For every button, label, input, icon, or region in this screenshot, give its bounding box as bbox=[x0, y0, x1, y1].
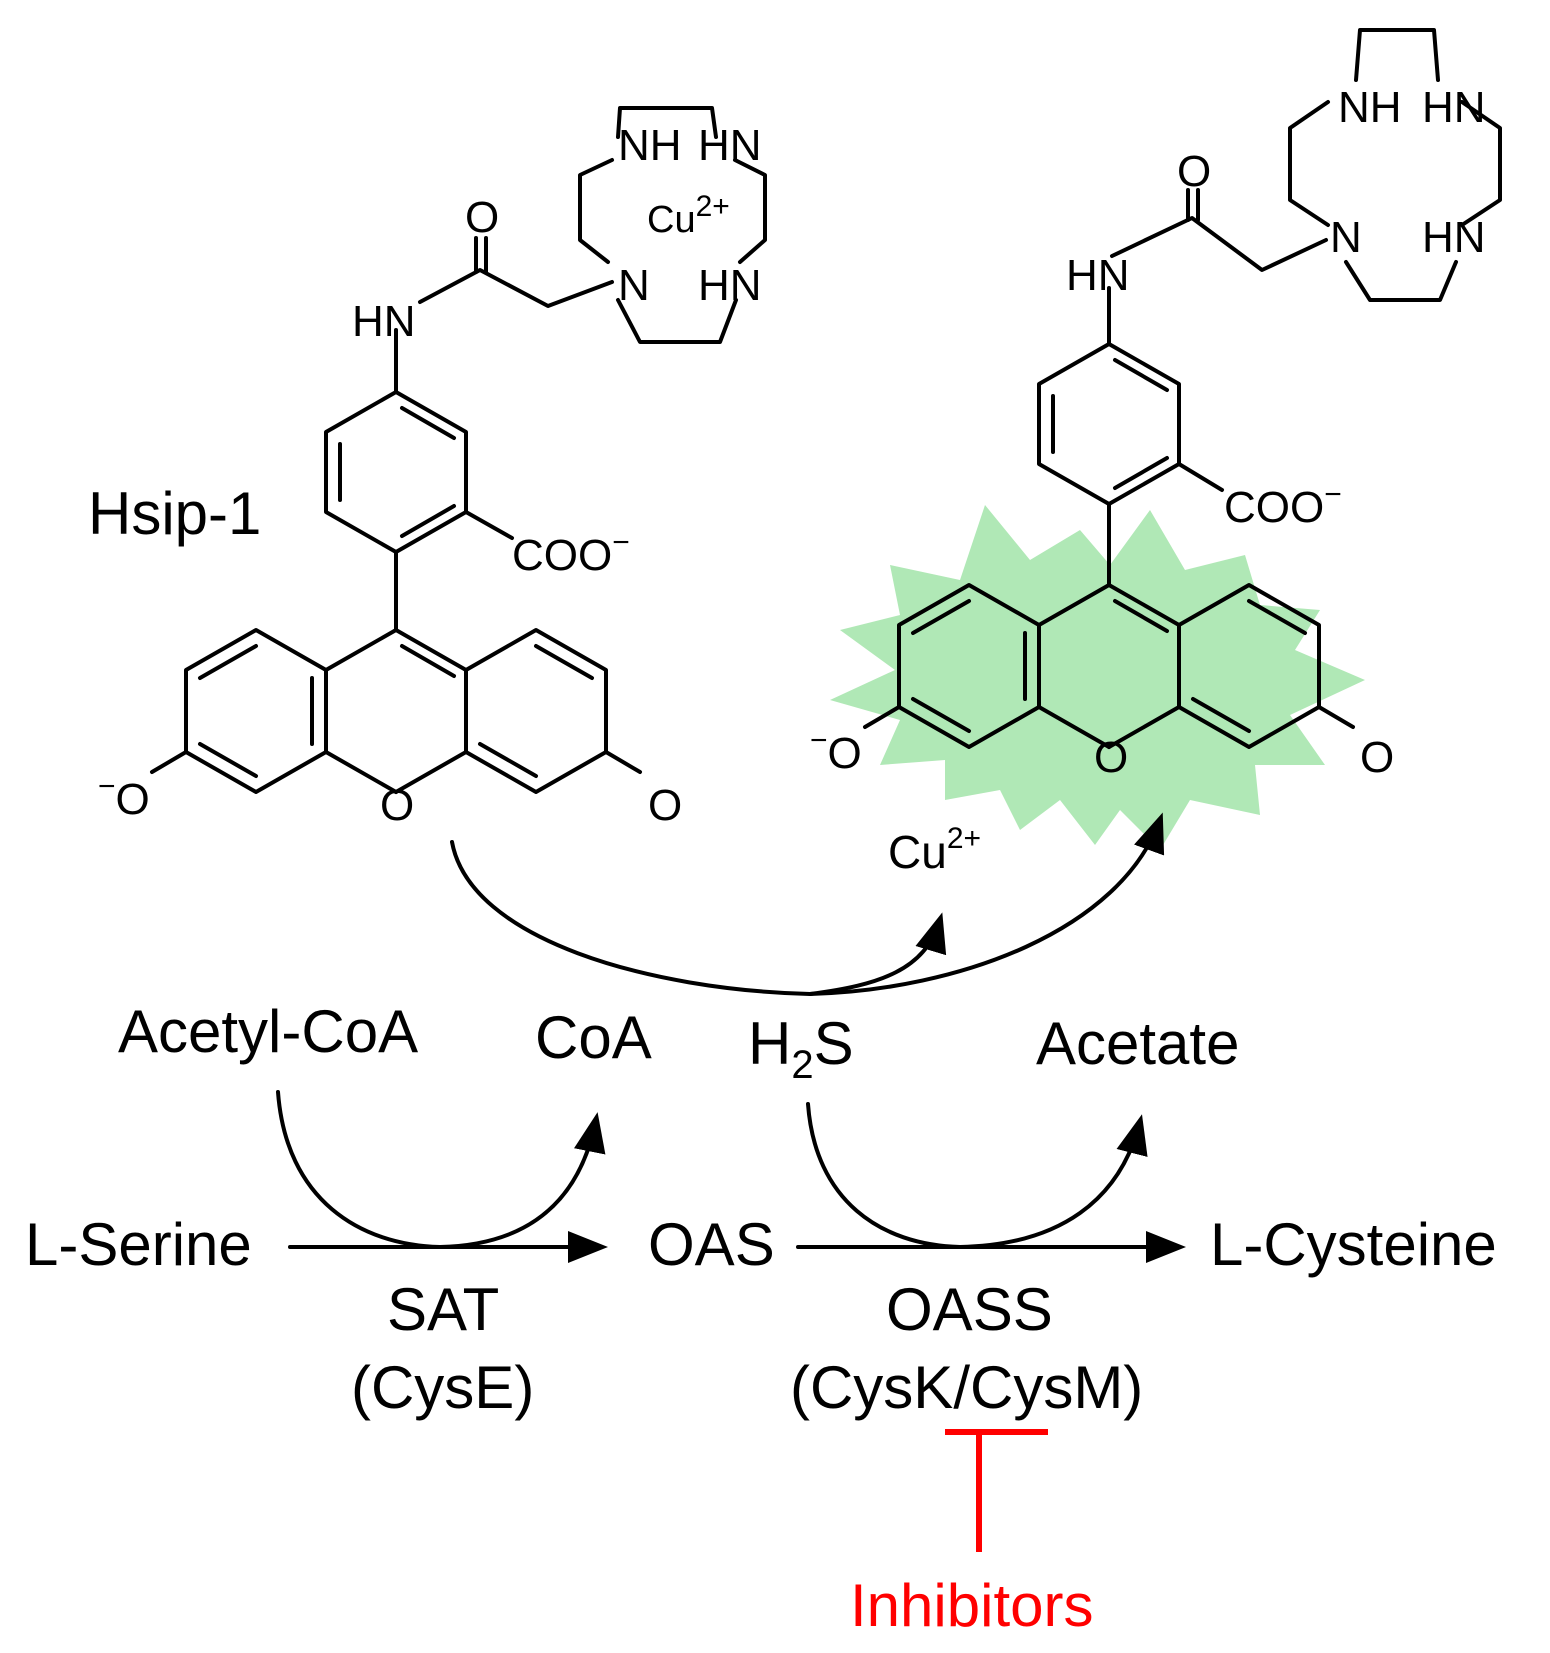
product-ring-n-label: N bbox=[1330, 213, 1362, 262]
probe-phenolate-o: −O bbox=[98, 770, 150, 824]
probe-ring-n-label: N bbox=[618, 261, 650, 310]
released-copper-ion: Cu2+ bbox=[888, 822, 981, 878]
coa-label: CoA bbox=[535, 1004, 652, 1071]
inhibitors-label: Inhibitors bbox=[850, 1572, 1093, 1639]
acetate-label: Acetate bbox=[1036, 1010, 1239, 1077]
probe-amide-linker: O HN bbox=[352, 193, 614, 394]
probe-cyclen-ring: NH HN N HN Cu2+ bbox=[578, 106, 767, 344]
product-xanthene-core: O O −O bbox=[810, 583, 1394, 782]
oass-enzyme-label: OASS bbox=[886, 1276, 1053, 1343]
sat-enzyme-label: SAT bbox=[387, 1276, 499, 1343]
acetyl-coa-label: Acetyl-CoA bbox=[118, 998, 418, 1065]
probe-carbonyl-o: O bbox=[465, 193, 499, 242]
product-ring-hn-label: HN bbox=[1422, 83, 1486, 132]
oass-genes-label: (CysK/CysM) bbox=[790, 1354, 1143, 1421]
product-carboxylate: COO− bbox=[1224, 478, 1342, 532]
sat-gene-label: (CysE) bbox=[351, 1354, 534, 1421]
product-ring-o: O bbox=[1094, 733, 1128, 782]
probe-amide-hn: HN bbox=[352, 297, 416, 346]
fluorescent-product-molecule: NH HN N HN O HN COO− bbox=[810, 28, 1502, 850]
copper-release-arrow bbox=[808, 912, 947, 996]
probe-ring-nh-label: NH bbox=[618, 121, 682, 170]
h2s-to-acetate-arrow bbox=[806, 1102, 1148, 1250]
acetyl-coa-to-coa-arrow bbox=[276, 1090, 606, 1250]
oas-label: OAS bbox=[648, 1211, 775, 1278]
h2s-label: H2S bbox=[748, 1010, 854, 1087]
product-phenyl-double-bonds bbox=[1051, 358, 1169, 490]
product-ketone-o: O bbox=[1360, 733, 1394, 782]
fluorescence-burst bbox=[830, 505, 1365, 850]
probe-name-label: Hsip-1 bbox=[88, 480, 261, 547]
l-serine-label: L-Serine bbox=[25, 1211, 252, 1278]
probe-ketone-o: O bbox=[648, 781, 682, 830]
probe-phenyl-ring bbox=[324, 390, 468, 554]
probe-phenyl-double-bonds bbox=[338, 406, 456, 538]
probe-carboxylate: COO− bbox=[512, 526, 630, 580]
product-amide-hn: HN bbox=[1066, 251, 1130, 300]
probe-ring-o: O bbox=[380, 781, 414, 830]
product-ring-nh-label: NH bbox=[1338, 83, 1402, 132]
probe-xanthene-core: O O −O bbox=[98, 628, 682, 830]
probe-ring-hn2-label: HN bbox=[698, 261, 762, 310]
inhibition-bar bbox=[945, 1429, 1048, 1552]
l-cysteine-label: L-Cysteine bbox=[1210, 1211, 1497, 1278]
product-carbonyl-o: O bbox=[1177, 147, 1211, 196]
product-phenyl-ring bbox=[1037, 342, 1181, 506]
hsip1-molecule: NH HN N HN Cu2+ O HN COO− bbox=[88, 106, 767, 830]
probe-to-product-arrow bbox=[450, 812, 1165, 997]
product-amide-linker: O HN bbox=[1066, 147, 1328, 346]
product-ring-hn2-label: HN bbox=[1422, 213, 1486, 262]
probe-chelated-copper: Cu2+ bbox=[647, 190, 730, 241]
product-cyclen-ring: NH HN N HN bbox=[1288, 28, 1502, 302]
probe-ring-hn-label: HN bbox=[698, 121, 762, 170]
product-phenolate-o: −O bbox=[810, 724, 862, 778]
